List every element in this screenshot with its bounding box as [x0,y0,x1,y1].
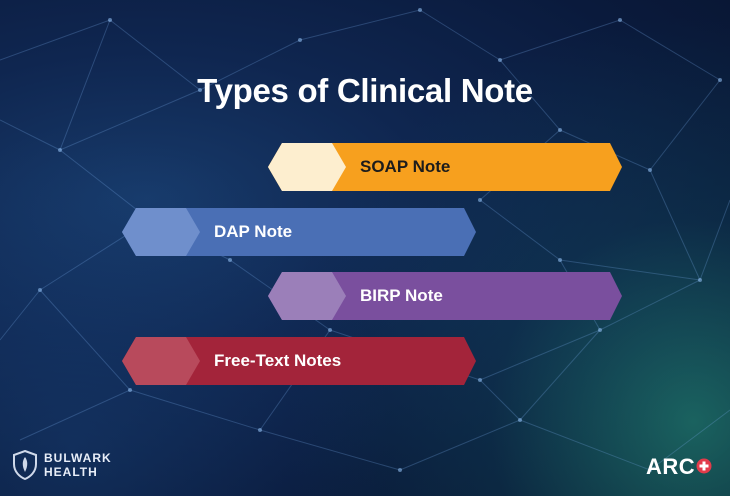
free-text-notes-label: Free-Text Notes [214,351,342,370]
free-text-notes-banner: Free-Text Notes [122,337,476,385]
birp-note-label: BIRP Note [360,286,443,305]
medical-plus-icon [696,458,712,474]
dap-note-label: DAP Note [214,222,293,241]
bulwark-text: BULWARK [44,451,112,465]
birp-note-shape [268,272,622,320]
soap-note-shape [268,143,622,191]
soap-note-banner: SOAP Note [268,143,622,191]
bulwark-health-logo: BULWARK HEALTH [12,450,112,480]
birp-note-banner: BIRP Note [268,272,622,320]
dap-note-shape [122,208,476,256]
page-title: Types of Clinical Note [197,72,533,109]
arc-text: ARC [646,454,696,479]
soap-note-label: SOAP Note [360,157,451,176]
arc-logo: ARC [646,454,712,480]
shield-icon [13,450,37,480]
dap-note-banner: DAP Note [122,208,476,256]
health-text: HEALTH [44,465,98,479]
free-text-notes-shape [122,337,476,385]
